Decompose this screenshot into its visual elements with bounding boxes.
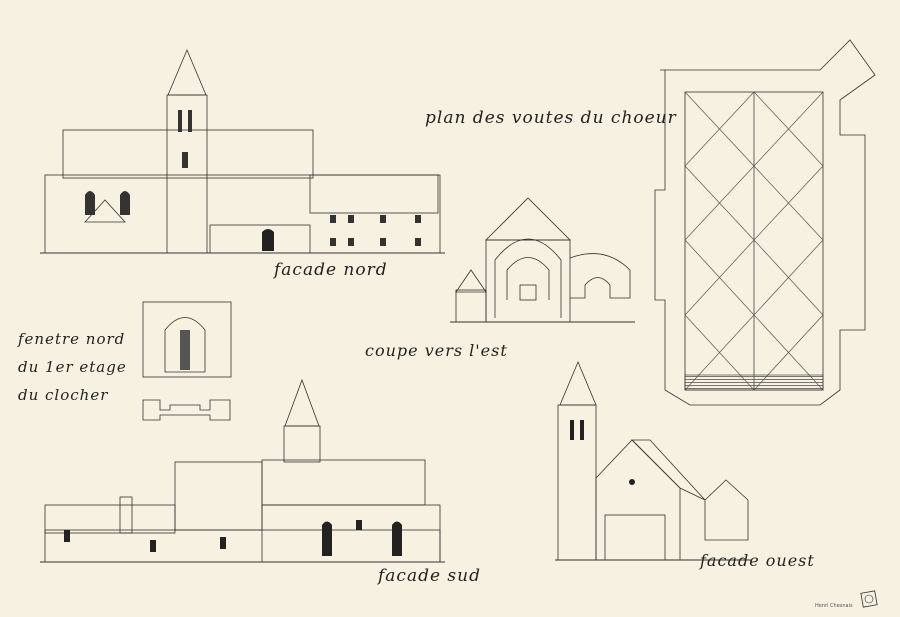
facade-nord-drawing [40, 48, 445, 254]
label-facade-ouest: facade ouest [700, 551, 815, 570]
coupe-drawing [450, 197, 635, 323]
facade-sud-drawing [40, 378, 445, 563]
stamp-icon [860, 590, 878, 608]
label-fenetre-line2: du 1er etage [18, 358, 127, 376]
label-facade-sud: facade sud [378, 566, 481, 586]
facade-ouest-drawing [555, 360, 752, 561]
label-facade-nord: facade nord [274, 260, 388, 280]
vault-plan-drawing [654, 39, 876, 406]
signature: Henri Chesnais [815, 603, 853, 609]
label-fenetre-line1: fenetre nord [18, 330, 126, 348]
label-fenetre-line3: du clocher [18, 386, 109, 404]
fenetre-drawing [142, 301, 232, 421]
label-coupe: coupe vers l'est [365, 341, 508, 360]
label-plan: plan des voutes du choeur [425, 108, 677, 128]
